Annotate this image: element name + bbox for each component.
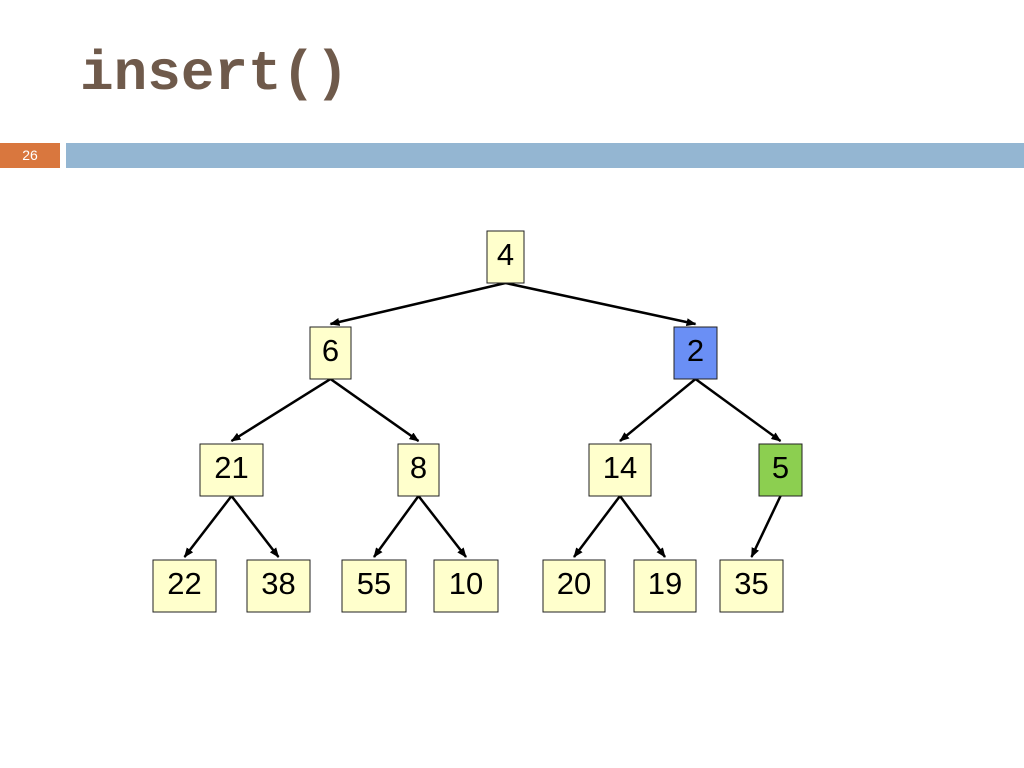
heap-node-22: 22 — [152, 559, 217, 613]
node-box — [719, 559, 784, 613]
node-box — [433, 559, 499, 613]
edge-arrow — [619, 378, 697, 442]
heap-node-6: 6 — [309, 326, 352, 380]
edge-arrow — [230, 377, 332, 443]
node-value: 5 — [772, 450, 789, 485]
node-box — [486, 230, 525, 284]
node-value: 22 — [167, 566, 201, 601]
node-box — [309, 326, 352, 380]
node-box — [673, 326, 718, 380]
node-value: 35 — [734, 566, 768, 601]
slide-number: 26 — [0, 143, 60, 168]
node-box — [758, 443, 803, 497]
edge-arrow — [573, 495, 621, 558]
node-box — [152, 559, 217, 613]
node-box — [397, 443, 440, 497]
edge-arrow — [750, 495, 782, 558]
edge-arrow — [329, 281, 506, 326]
slide-title: insert() — [80, 42, 349, 106]
tree-edges — [183, 281, 782, 558]
node-value: 10 — [449, 566, 483, 601]
edge-arrow — [417, 495, 467, 558]
heap-node-2: 2 — [673, 326, 718, 380]
node-box — [542, 559, 606, 613]
node-value: 4 — [497, 237, 514, 272]
node-value: 55 — [357, 566, 391, 601]
heap-node-4: 4 — [486, 230, 525, 284]
heap-node-35: 35 — [719, 559, 784, 613]
node-box — [246, 559, 311, 613]
node-value: 14 — [603, 450, 637, 485]
node-value: 8 — [410, 450, 427, 485]
heap-node-21: 21 — [199, 443, 264, 497]
node-value: 2 — [687, 333, 704, 368]
node-value: 6 — [322, 333, 339, 368]
node-value: 20 — [557, 566, 591, 601]
node-value: 21 — [214, 450, 248, 485]
heap-node-10: 10 — [433, 559, 499, 613]
node-box — [199, 443, 264, 497]
node-box — [588, 443, 652, 497]
title-accent-bar — [66, 143, 1024, 168]
edge-arrow — [505, 281, 697, 327]
node-value: 38 — [261, 566, 295, 601]
node-box — [341, 559, 407, 613]
node-box — [633, 559, 697, 613]
heap-node-8: 8 — [397, 443, 440, 497]
edge-arrow — [372, 495, 420, 558]
heap-node-20: 20 — [542, 559, 606, 613]
edge-arrow — [329, 377, 420, 443]
edge-arrow — [694, 377, 782, 443]
heap-node-14: 14 — [588, 443, 652, 497]
node-value: 19 — [648, 566, 682, 601]
heap-node-19: 19 — [633, 559, 697, 613]
edge-arrow — [618, 495, 667, 558]
edge-arrow — [230, 495, 280, 558]
heap-node-38: 38 — [246, 559, 311, 613]
heap-node-55: 55 — [341, 559, 407, 613]
tree-nodes: 4 6 2 21 8 14 5 22 38 55 10 20 19 35 — [152, 230, 803, 613]
heap-node-5: 5 — [758, 443, 803, 497]
edge-arrow — [183, 495, 233, 558]
